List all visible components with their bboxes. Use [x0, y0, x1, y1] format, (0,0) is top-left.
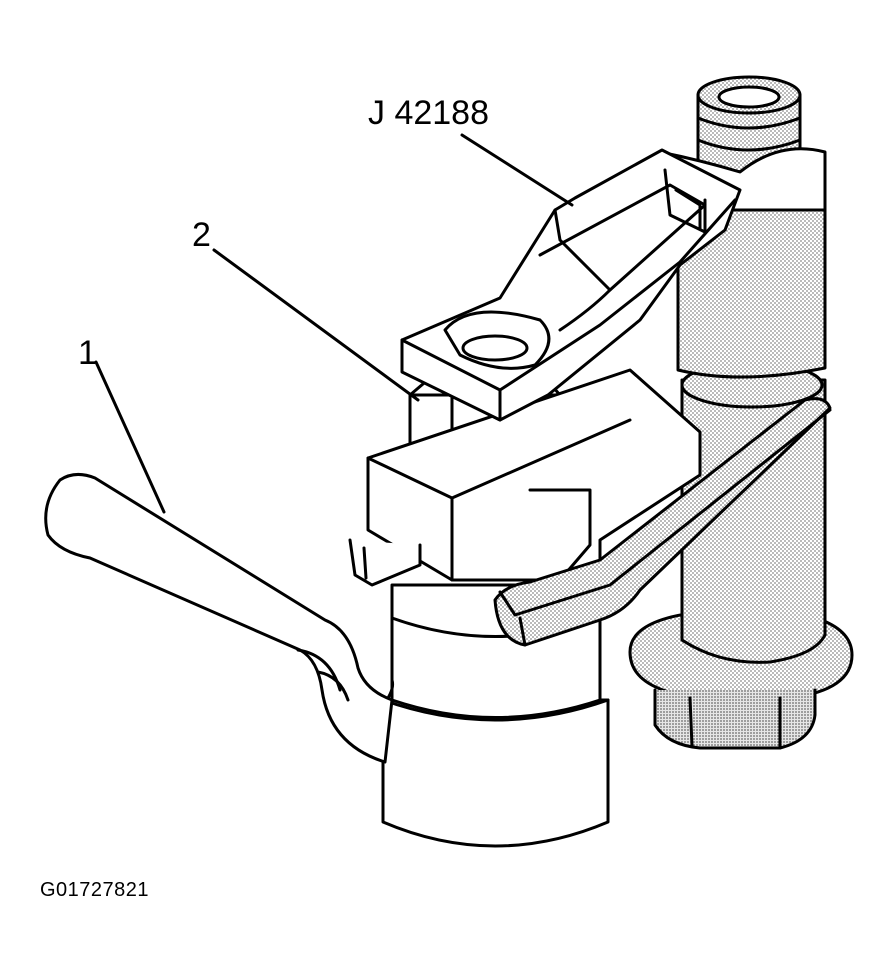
clamp-block	[348, 368, 702, 587]
callout-2-label: 2	[192, 216, 211, 254]
lower-jaw	[493, 397, 832, 647]
tool-arm	[400, 148, 742, 422]
callout-1-label: 1	[78, 334, 97, 372]
leader-line-tool	[460, 133, 574, 207]
leader-line-1	[94, 360, 166, 514]
handle-bar	[44, 473, 394, 764]
upper-collar	[658, 147, 827, 379]
figure-id: G01727821	[40, 879, 150, 901]
callout-tool-label: J 42188	[368, 94, 489, 132]
leader-line-2	[212, 248, 420, 402]
